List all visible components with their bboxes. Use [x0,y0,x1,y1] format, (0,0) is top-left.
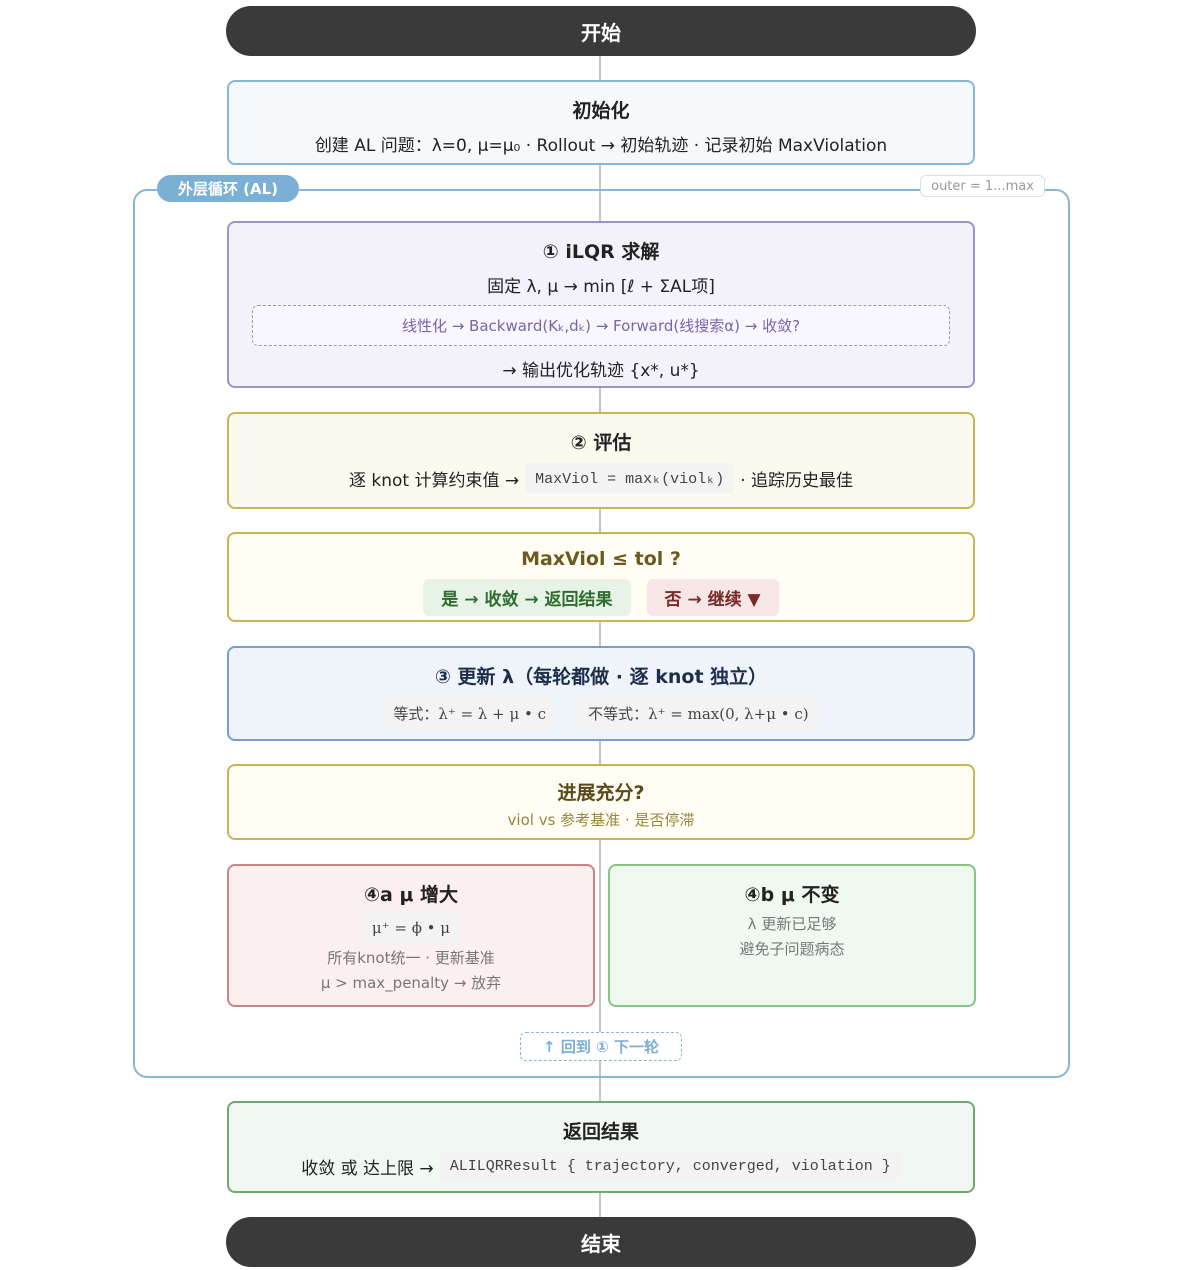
ilqr-inner-steps: 线性化 → Backward(Kₖ,dₖ) → Forward(线搜索α) → … [252,305,950,346]
outer-loop-container [133,189,1070,1078]
convergence-decision-node: MaxViol ≤ tol ? 是 → 收敛 → 返回结果 否 → 继续 ▼ [227,532,975,622]
loop-back-label: ↑ 回到 ① 下一轮 [520,1032,682,1061]
decision-yes-branch: 是 → 收敛 → 返回结果 [423,579,631,616]
inequality-update-formula: 不等式：λ⁺ = max(0, λ+μ • c) [578,697,819,730]
progress-check-node: 进展充分? viol vs 参考基准 · 是否停滞 [227,764,975,840]
mu-increase-note-2: μ > max_penalty → 放弃 [320,974,502,992]
decision-title: MaxViol ≤ tol ? [521,548,681,570]
init-text: 创建 AL 问题：λ=0, μ=μ₀ · Rollout → 初始轨迹 · 记录… [314,136,888,156]
flow-connector [599,56,601,1217]
update-title: ③ 更新 λ（每轮都做 · 逐 knot 独立） [434,666,768,688]
return-title: 返回结果 [562,1121,639,1143]
ilqr-title: ① iLQR 求解 [542,241,660,263]
decision-no-branch: 否 → 继续 ▼ [646,579,779,616]
return-result-node: 返回结果 收敛 或 达上限 →ALILQRResult { trajectory… [227,1101,975,1193]
evaluate-suffix: · 追踪历史最佳 [740,471,854,491]
ilqr-node: ① iLQR 求解 固定 λ, μ → min [ℓ + ΣAL项] 线性化 →… [227,221,975,388]
mu-increase-title: ④a μ 增大 [363,884,459,906]
update-lambda-node: ③ 更新 λ（每轮都做 · 逐 knot 独立） 等式：λ⁺ = λ + μ •… [227,646,975,741]
equality-update-formula: 等式：λ⁺ = λ + μ • c [383,697,557,730]
mu-increase-formula: μ⁺ = ϕ • μ [361,913,461,943]
ilqr-output: → 输出优化轨迹 {x*, u*} [502,361,700,381]
evaluate-title: ② 评估 [570,432,632,454]
start-node: 开始 [226,6,976,56]
mu-increase-node: ④a μ 增大 μ⁺ = ϕ • μ 所有knot统一 · 更新基准 μ > m… [227,864,595,1007]
mu-unchanged-note-1: λ 更新已足够 [747,915,837,933]
end-node: 结束 [226,1217,976,1267]
result-struct: ALILQRResult { trajectory, converged, vi… [439,1152,901,1181]
return-prefix: 收敛 或 达上限 → [301,1159,434,1179]
progress-subtitle: viol vs 参考基准 · 是否停滞 [507,811,695,829]
evaluate-node: ② 评估 逐 knot 计算约束值 →MaxViol = maxₖ(violₖ)… [227,412,975,509]
evaluate-prefix: 逐 knot 计算约束值 → [348,471,520,491]
progress-title: 进展充分? [557,782,645,804]
init-title: 初始化 [572,100,630,122]
mu-unchanged-node: ④b μ 不变 λ 更新已足够 避免子问题病态 [608,864,976,1007]
mu-increase-note-1: 所有knot统一 · 更新基准 [327,949,495,967]
ilqr-objective: 固定 λ, μ → min [ℓ + ΣAL项] [487,277,715,297]
maxviol-formula: MaxViol = maxₖ(violₖ) [525,463,735,494]
init-node: 初始化 创建 AL 问题：λ=0, μ=μ₀ · Rollout → 初始轨迹 … [227,80,975,165]
mu-unchanged-note-2: 避免子问题病态 [739,940,845,958]
outer-loop-label: 外层循环 (AL) [157,175,299,202]
outer-range-label: outer = 1...max [920,175,1045,197]
mu-unchanged-title: ④b μ 不变 [744,884,840,906]
